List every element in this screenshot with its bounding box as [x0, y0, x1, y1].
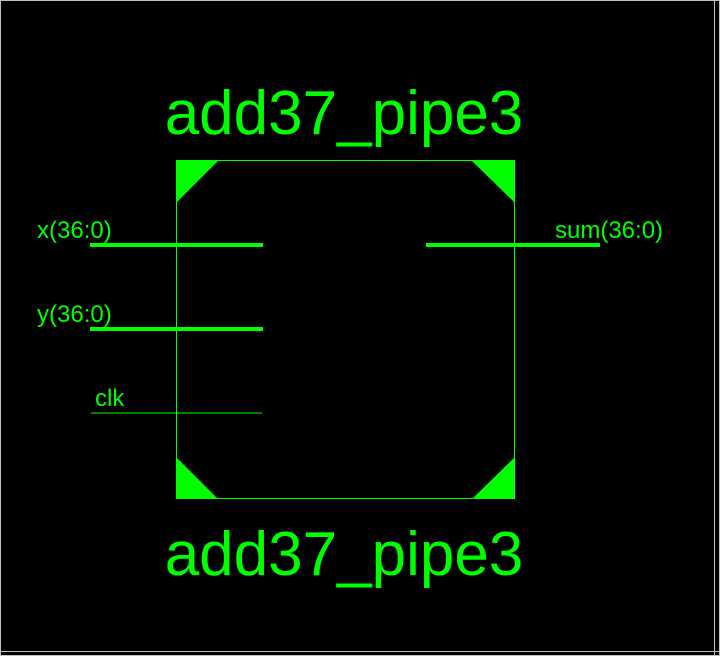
corner-marker-top-left [176, 161, 218, 203]
corner-marker-bottom-right [472, 457, 515, 499]
pin-y[interactable]: y(36:0) [37, 301, 263, 331]
pin-clk-label: clk [95, 385, 125, 412]
corner-marker-bottom-left [176, 457, 218, 499]
pin-y-label: y(36:0) [37, 301, 112, 328]
pin-sum[interactable]: sum(36:0) [426, 217, 663, 247]
component-body[interactable] [176, 160, 515, 500]
symbol-name-bottom: add37_pipe3 [165, 520, 524, 589]
pin-x[interactable]: x(36:0) [37, 217, 263, 247]
corner-marker-top-right [472, 161, 515, 203]
pin-clk[interactable]: clk [91, 385, 262, 414]
symbol-name-top: add37_pipe3 [165, 79, 524, 148]
pin-sum-label: sum(36:0) [555, 217, 663, 244]
pin-x-label: x(36:0) [37, 217, 112, 244]
